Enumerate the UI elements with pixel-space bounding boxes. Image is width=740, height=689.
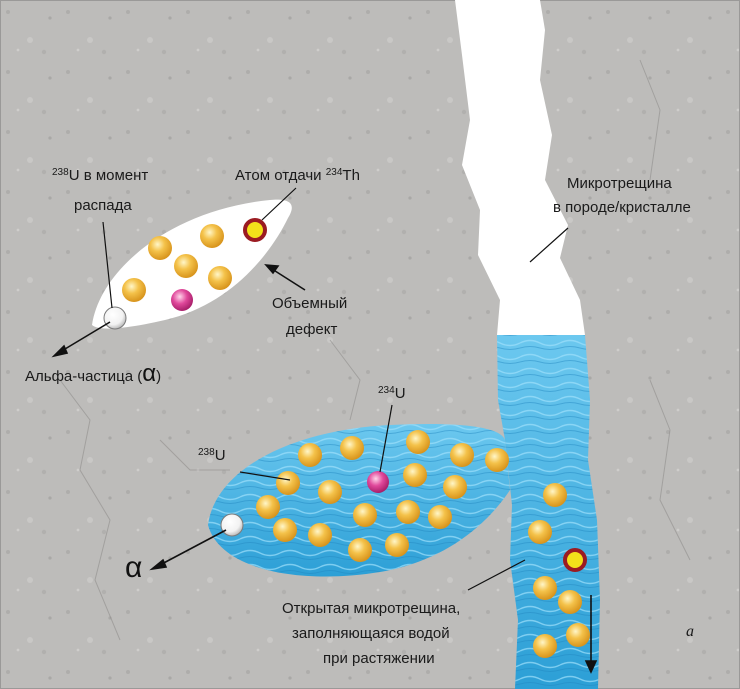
arrows [51, 264, 598, 674]
label-microcrack-2: в породе/кристалле [553, 199, 691, 216]
alpha-particle-upper [103, 306, 127, 330]
rock-cracks [59, 59, 691, 641]
leader-lines [102, 187, 569, 591]
label-u234: 234U [378, 385, 406, 402]
th234-recoil-atom [243, 218, 267, 242]
label-alpha-particle: Альфа-частица (α) [25, 360, 161, 387]
label-microcrack-1: Микротрещина [567, 175, 672, 192]
alpha-particle-lower [220, 513, 244, 537]
label-volume-defect-2: дефект [286, 321, 338, 338]
label-alpha: α [125, 551, 142, 584]
label-open-crack-3: при растяжении [323, 650, 435, 667]
label-u238: 238U [198, 447, 226, 464]
label-u238-moment: 238U в момент [52, 167, 148, 184]
th234-atom-crack [563, 548, 587, 572]
label-volume-defect-1: Объемный [272, 295, 347, 312]
u234-atom-upper [171, 289, 193, 311]
label-recoil-atom: Атом отдачи 234Th [235, 167, 360, 184]
upper-atoms [103, 218, 267, 330]
label-u238-moment-line2: распада [74, 197, 132, 214]
microcrack-white [455, 0, 585, 335]
u234-atom-lower [367, 471, 389, 493]
panel-letter: а [686, 623, 694, 640]
label-open-crack-1: Открытая микротрещина, [282, 600, 460, 617]
label-open-crack-2: заполняющаяся водой [292, 625, 450, 642]
lower-atoms [220, 430, 590, 658]
